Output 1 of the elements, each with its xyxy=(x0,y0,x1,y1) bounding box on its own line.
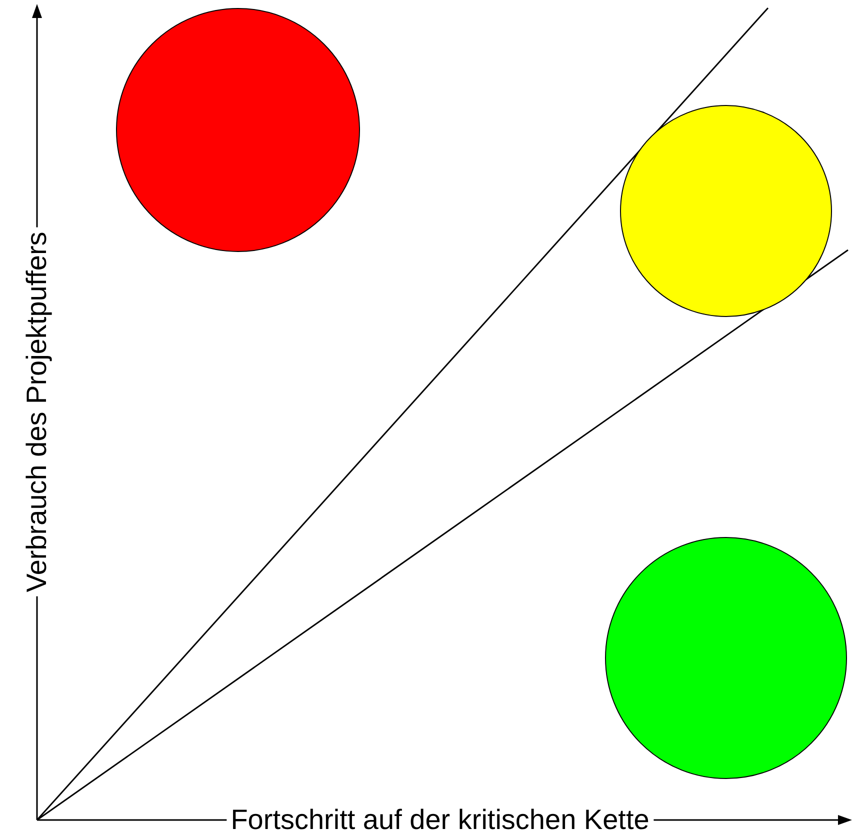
axis-label: Verbrauch des Projektpuffers xyxy=(23,228,51,596)
